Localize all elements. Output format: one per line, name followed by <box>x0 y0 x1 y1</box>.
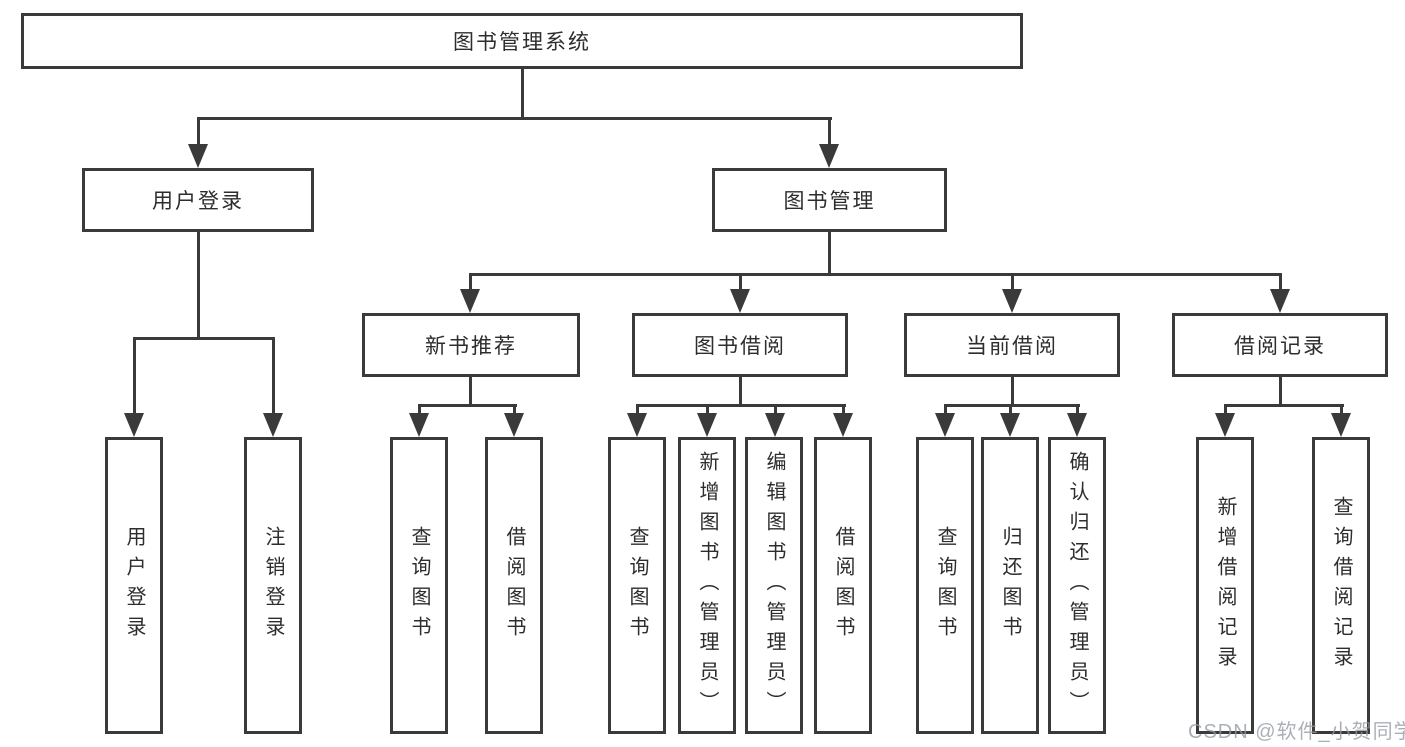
connector-line <box>842 405 845 415</box>
connector-line <box>133 337 275 340</box>
arrow-down-icon <box>1067 413 1087 437</box>
connector-line <box>272 338 275 414</box>
csdn-watermark: CSDN @软件_小贺同学 <box>1188 721 1405 743</box>
connector-line <box>1011 274 1014 291</box>
node-user-login: 用户登录 <box>82 168 314 232</box>
connector-line <box>418 404 517 407</box>
connector-line <box>197 117 832 120</box>
leaf-borrow-books: 借阅图书 <box>814 437 872 734</box>
arrow-down-icon <box>409 413 429 437</box>
connector-line <box>197 232 200 338</box>
arrow-down-icon <box>697 413 717 437</box>
connector-line <box>944 405 947 415</box>
arrow-down-icon <box>935 413 955 437</box>
connector-line <box>513 405 516 415</box>
connector-line <box>469 273 1282 276</box>
leaf-add-books-admin: 新增图书（管理员） <box>678 437 736 734</box>
connector-line <box>469 377 472 406</box>
arrow-down-icon <box>833 413 853 437</box>
connector-line <box>1009 405 1012 415</box>
arrow-down-icon <box>730 289 750 313</box>
leaf-query-books-borrow: 查询图书 <box>608 437 666 734</box>
leaf-logout: 注销登录 <box>244 437 302 734</box>
connector-line <box>1279 274 1282 291</box>
connector-line <box>1076 405 1079 415</box>
connector-line <box>1224 405 1227 415</box>
arrow-down-icon <box>1002 289 1022 313</box>
connector-line <box>944 404 1080 407</box>
leaf-return-books: 归还图书 <box>981 437 1039 734</box>
arrow-down-icon <box>1270 289 1290 313</box>
arrow-down-icon <box>1215 413 1235 437</box>
node-book-management: 图书管理 <box>712 168 947 232</box>
leaf-confirm-return-admin: 确认归还（管理员） <box>1048 437 1106 734</box>
arrow-down-icon <box>1331 413 1351 437</box>
leaf-add-borrow-record: 新增借阅记录 <box>1196 437 1254 734</box>
arrow-down-icon <box>765 413 785 437</box>
connector-line <box>418 405 421 415</box>
arrow-down-icon <box>1000 413 1020 437</box>
arrow-down-icon <box>124 413 144 437</box>
arrow-down-icon <box>819 144 839 168</box>
connector-line <box>1011 377 1014 406</box>
connector-line <box>133 338 136 414</box>
connector-line <box>1224 404 1344 407</box>
node-borrow-records: 借阅记录 <box>1172 313 1388 377</box>
leaf-query-books-current: 查询图书 <box>916 437 974 734</box>
leaf-edit-books-admin: 编辑图书（管理员） <box>745 437 803 734</box>
leaf-query-borrow-record: 查询借阅记录 <box>1312 437 1370 734</box>
arrow-down-icon <box>627 413 647 437</box>
connector-line <box>739 377 742 406</box>
leaf-borrow-books-recommend: 借阅图书 <box>485 437 543 734</box>
arrow-down-icon <box>504 413 524 437</box>
leaf-query-books-recommend: 查询图书 <box>390 437 448 734</box>
node-book-borrow: 图书借阅 <box>632 313 848 377</box>
node-new-book-recommend: 新书推荐 <box>362 313 580 377</box>
connector-line <box>1340 405 1343 415</box>
connector-line <box>828 118 831 146</box>
connector-line <box>469 274 472 291</box>
leaf-user-login: 用户登录 <box>105 437 163 734</box>
connector-line <box>706 405 709 415</box>
arrow-down-icon <box>460 289 480 313</box>
connector-line <box>828 232 831 274</box>
node-current-borrow: 当前借阅 <box>904 313 1120 377</box>
arrow-down-icon <box>263 413 283 437</box>
connector-line <box>739 274 742 291</box>
connector-line <box>636 405 639 415</box>
connector-line <box>197 118 200 146</box>
arrow-down-icon <box>188 144 208 168</box>
connector-line <box>521 68 524 118</box>
node-root: 图书管理系统 <box>21 13 1023 69</box>
connector-line <box>774 405 777 415</box>
connector-line <box>1279 377 1282 406</box>
connector-line <box>636 404 846 407</box>
